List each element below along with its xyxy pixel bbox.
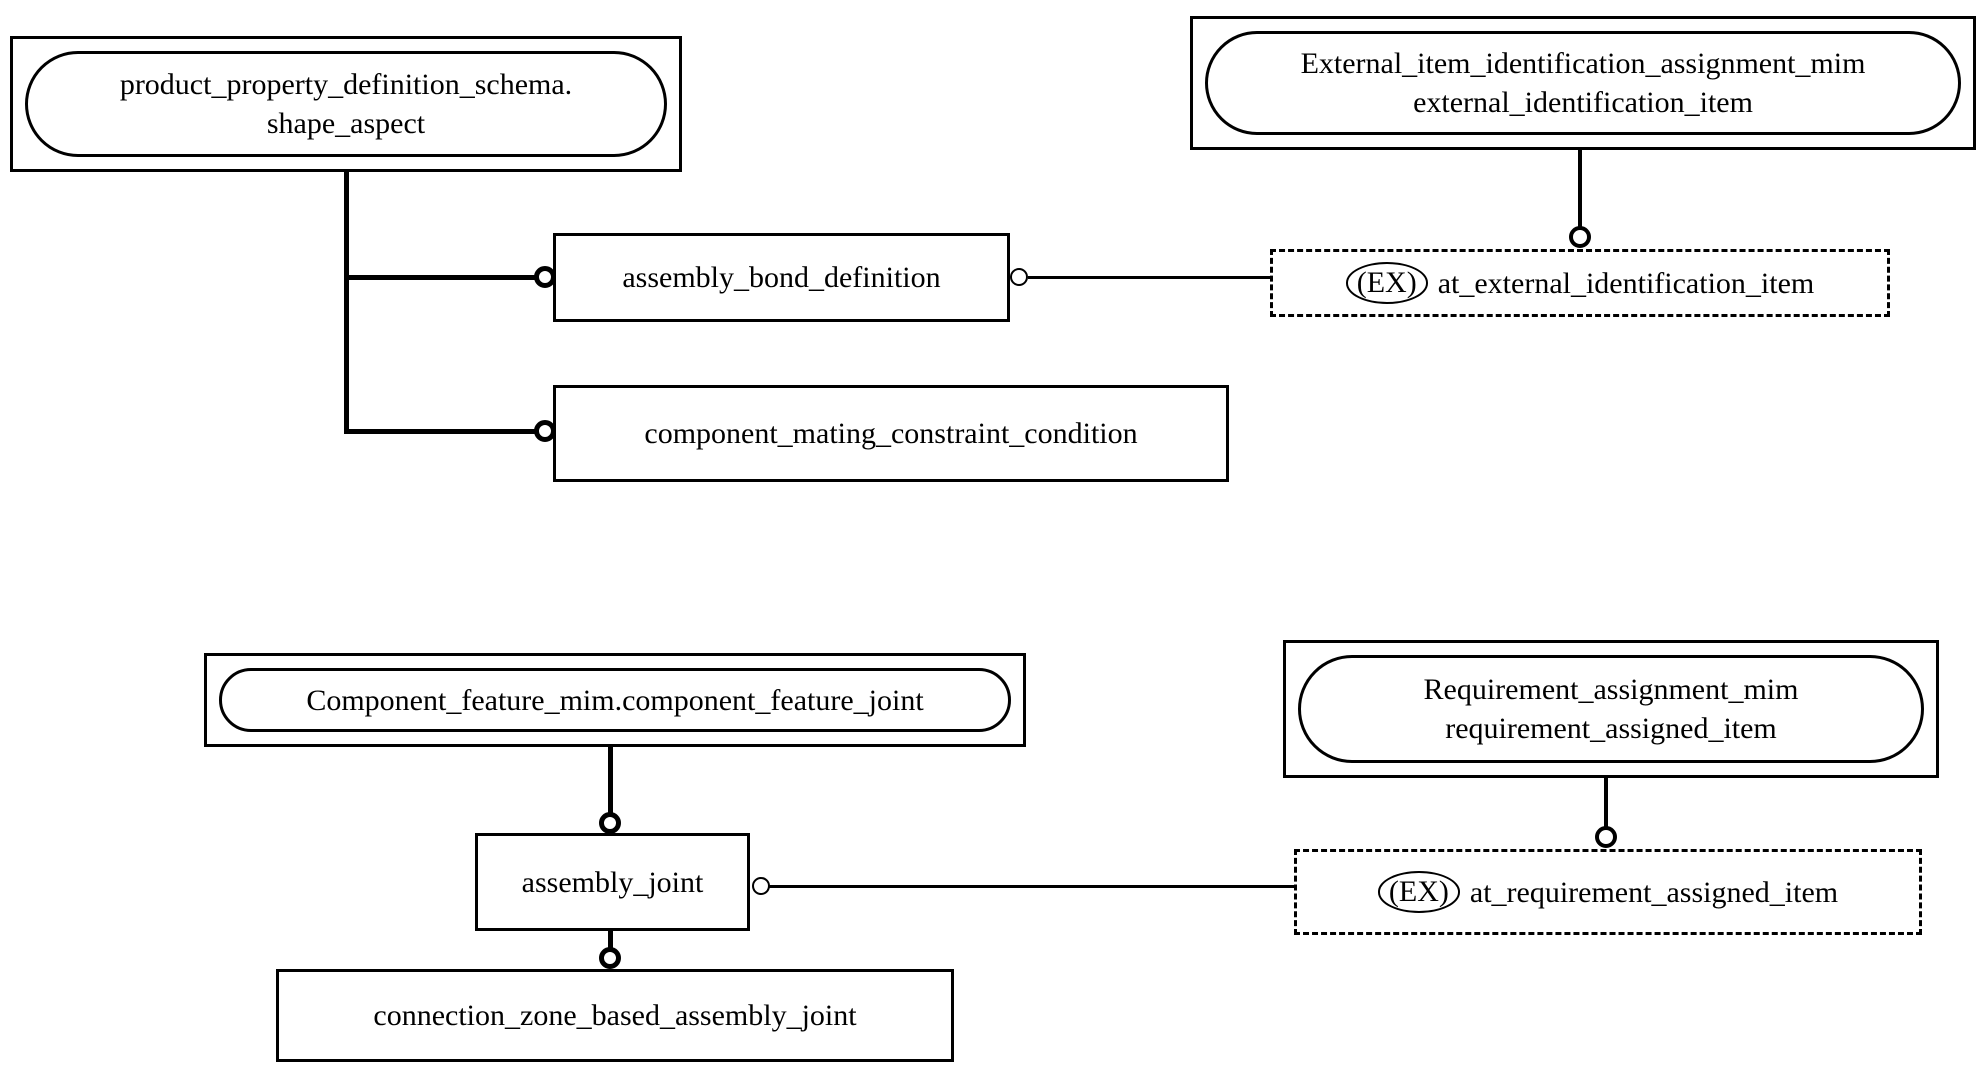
ref-at-requirement-assigned-item: (EX) at_requirement_assigned_item <box>1294 849 1922 935</box>
ex-oval-badge: (EX) <box>1377 871 1460 913</box>
edge-assembly-joint-to-connection-zone <box>608 931 613 949</box>
node-label: external_identification_item <box>1413 86 1753 119</box>
edge-to-assembly-bond-definition <box>344 275 536 280</box>
node-label: requirement_assigned_item <box>1445 712 1777 745</box>
edge-assembly-joint-to-at-requirement <box>769 885 1294 888</box>
edge-to-component-mating <box>344 429 536 434</box>
node-requirement-assignment: Requirement_assignment_mim requirement_a… <box>1283 640 1939 778</box>
node-component-mating-constraint-condition: component_mating_constraint_condition <box>553 385 1229 482</box>
node-assembly-joint: assembly_joint <box>475 833 750 931</box>
open-circle-icon <box>752 877 770 895</box>
ex-oval-badge: (EX) <box>1345 262 1428 304</box>
node-label: assembly_bond_definition <box>622 261 941 294</box>
node-label: at_external_identification_item <box>1437 266 1815 300</box>
node-label: shape_aspect <box>266 107 426 140</box>
node-label: product_property_definition_schema. <box>119 68 573 101</box>
node-label: connection_zone_based_assembly_joint <box>373 999 857 1032</box>
node-label: component_mating_constraint_condition <box>644 417 1138 450</box>
interschema-reference-stadium: Requirement_assignment_mim requirement_a… <box>1298 655 1924 763</box>
open-circle-icon <box>1010 268 1028 286</box>
interschema-reference-stadium: product_property_definition_schema. shap… <box>25 51 667 157</box>
node-connection-zone-based-assembly-joint: connection_zone_based_assembly_joint <box>276 969 954 1062</box>
interschema-reference-stadium: Component_feature_mim.component_feature_… <box>219 668 1011 732</box>
node-component-feature-joint: Component_feature_mim.component_feature_… <box>204 653 1026 747</box>
edge-shape-aspect-trunk <box>344 172 349 434</box>
open-circle-icon <box>599 812 621 834</box>
edge-external-item-down <box>1578 150 1582 228</box>
node-label: at_requirement_assigned_item <box>1469 875 1839 909</box>
node-label: assembly_joint <box>521 865 704 899</box>
node-shape-aspect: product_property_definition_schema. shap… <box>10 36 682 172</box>
node-label: Component_feature_mim.component_feature_… <box>306 683 924 717</box>
open-circle-icon <box>599 947 621 969</box>
ref-at-external-identification-item: (EX) at_external_identification_item <box>1270 249 1890 317</box>
open-circle-icon <box>1569 226 1591 248</box>
edge-assembly-bond-to-at-external <box>1028 276 1272 279</box>
node-assembly-bond-definition: assembly_bond_definition <box>553 233 1010 322</box>
edge-component-feature-to-assembly-joint <box>608 747 613 813</box>
node-external-item-identification: External_item_identification_assignment_… <box>1190 16 1976 150</box>
node-label: External_item_identification_assignment_… <box>1300 47 1866 80</box>
edge-requirement-down <box>1604 778 1608 828</box>
interschema-reference-stadium: External_item_identification_assignment_… <box>1205 31 1961 135</box>
open-circle-icon <box>1595 826 1617 848</box>
node-label: Requirement_assignment_mim <box>1423 673 1799 706</box>
